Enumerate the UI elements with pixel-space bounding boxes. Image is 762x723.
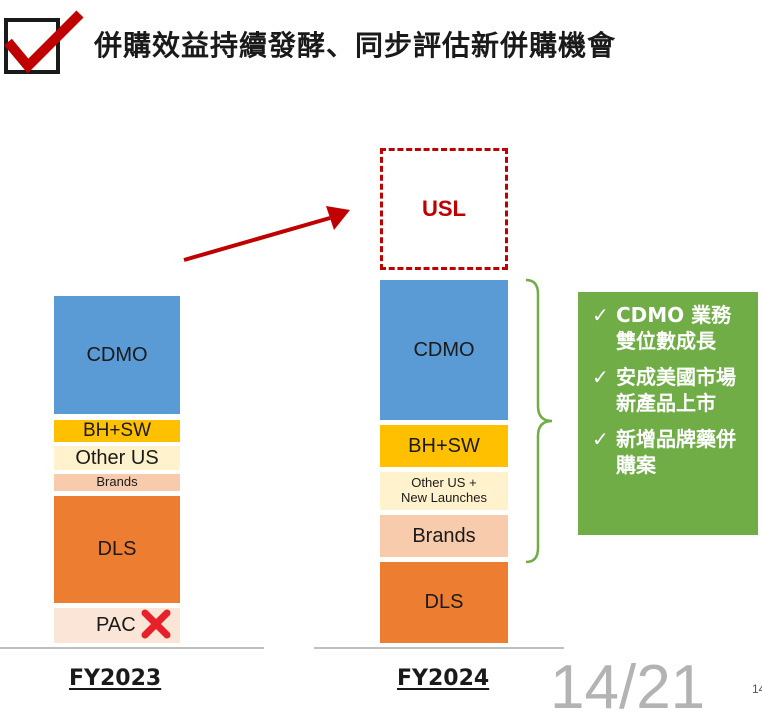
page-title: 併購效益持續發酵、同步評估新併購機會 — [94, 29, 617, 62]
fy2023-other-us-label: Other US — [75, 446, 159, 469]
check-icon: ✓ — [592, 303, 609, 327]
fy2024-other-us-label-line1: Other US + — [411, 475, 477, 491]
highlights-box: ✓ CDMO 業務雙位數成長 ✓ 安成美國市場新產品上市 ✓ 新增品牌藥併購案 — [578, 292, 758, 535]
fy2024-brands-segment: Brands — [380, 515, 508, 557]
highlight-text: 新增品牌藥併購案 — [616, 427, 736, 477]
arrow-icon — [183, 206, 350, 262]
check-icon: ✓ — [592, 427, 609, 451]
fy2023-cdmo-segment: CDMO — [54, 296, 180, 414]
usl-dashed-box: USL — [380, 148, 508, 270]
fy2023-pac-label: PAC — [96, 614, 136, 636]
fy2023-dls-label: DLS — [97, 538, 137, 560]
fy2024-baseline — [314, 647, 564, 649]
fy2024-other-us-segment: Other US + New Launches — [380, 472, 508, 510]
brace-icon — [525, 278, 553, 564]
fy2024-axis-label: FY2024 — [397, 666, 490, 691]
close-icon — [141, 609, 171, 639]
fy2024-bhsw-segment: BH+SW — [380, 425, 508, 467]
corner-page-number: 14 — [752, 682, 762, 696]
fy2023-brands-label: Brands — [96, 474, 138, 490]
highlight-text: CDMO 業務雙位數成長 — [616, 303, 732, 353]
highlight-item: ✓ 安成美國市場新產品上市 — [592, 364, 748, 416]
fy2023-dls-segment: DLS — [54, 496, 180, 603]
fy2023-bhsw-segment: BH+SW — [54, 420, 180, 442]
highlight-text: 安成美國市場新產品上市 — [616, 365, 736, 415]
fy2023-axis-label: FY2023 — [69, 666, 162, 691]
fy2024-dls-label: DLS — [424, 591, 464, 613]
page-indicator: 14/21 — [550, 653, 706, 722]
fy2024-dls-segment: DLS — [380, 562, 508, 643]
fy2023-cdmo-label: CDMO — [86, 343, 148, 366]
fy2024-bhsw-label: BH+SW — [408, 434, 480, 457]
fy2024-cdmo-segment: CDMO — [380, 280, 508, 420]
highlight-item: ✓ 新增品牌藥併購案 — [592, 426, 748, 478]
fy2023-pac-segment: PAC — [54, 608, 180, 643]
fy2023-brands-segment: Brands — [54, 474, 180, 491]
fy2023-baseline — [0, 647, 264, 649]
check-icon: ✓ — [592, 365, 609, 389]
fy2023-other-us-segment: Other US — [54, 446, 180, 470]
highlight-item: ✓ CDMO 業務雙位數成長 — [592, 302, 748, 354]
usl-label: USL — [422, 196, 466, 221]
fy2024-brands-label: Brands — [412, 524, 476, 547]
fy2023-bhsw-label: BH+SW — [82, 420, 152, 442]
fy2024-cdmo-label: CDMO — [413, 338, 475, 361]
checkmark-icon — [4, 10, 84, 74]
fy2024-other-us-label-line2: New Launches — [401, 490, 487, 505]
